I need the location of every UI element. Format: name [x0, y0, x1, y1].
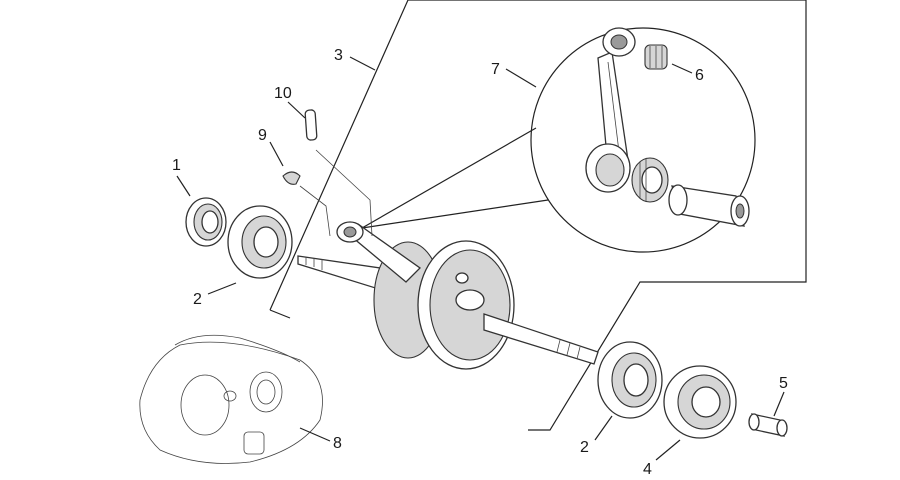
dowel-pin	[304, 109, 318, 141]
small-end-bearing	[644, 44, 668, 70]
callout-5: 5	[779, 375, 788, 392]
leader-10	[287, 101, 306, 119]
leader-4	[655, 439, 681, 461]
assembly-frame	[269, 0, 807, 431]
detail-circle	[530, 27, 756, 253]
leader-3	[349, 56, 376, 71]
callout-8: 8	[333, 435, 342, 452]
callout-10: 10	[274, 85, 292, 102]
leader-2b	[594, 415, 613, 441]
connecting-rod-detail	[585, 27, 636, 193]
spacer-pin	[748, 413, 788, 437]
leader-6	[671, 63, 693, 74]
shim-washer	[663, 365, 737, 439]
leader-1	[176, 175, 191, 197]
callout-1: 1	[172, 157, 181, 174]
assembly-frame-tick	[269, 309, 291, 319]
callout-4: 4	[643, 461, 652, 478]
woodruff-key	[282, 171, 301, 185]
callout-2-left: 2	[193, 291, 202, 308]
pin-to-crank-leader	[315, 149, 373, 237]
oil-seal	[185, 197, 227, 247]
big-end-bearing	[631, 157, 669, 203]
leader-5	[773, 391, 785, 417]
detail-leader-bottom	[361, 199, 549, 229]
crank-pin	[668, 184, 750, 227]
callout-9: 9	[258, 127, 267, 144]
leader-9	[269, 141, 284, 167]
key-to-crank-leader	[299, 185, 331, 237]
callout-2-right: 2	[580, 439, 589, 456]
crankshaft	[297, 221, 599, 370]
callout-7: 7	[491, 61, 500, 78]
detail-leader-top	[361, 127, 537, 229]
left-main-bearing	[227, 205, 293, 279]
callout-6: 6	[695, 67, 704, 84]
leader-2a	[207, 282, 237, 295]
callout-3: 3	[334, 47, 343, 64]
right-main-bearing	[597, 341, 663, 419]
crankcase-ghost	[139, 334, 323, 464]
leader-7	[505, 68, 537, 88]
leader-8	[299, 427, 331, 442]
